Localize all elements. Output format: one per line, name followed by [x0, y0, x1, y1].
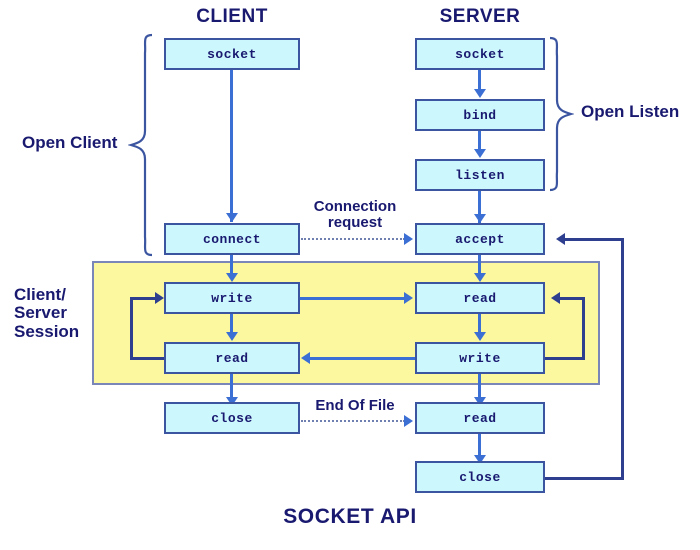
arrowhead-server-read-in: [474, 273, 486, 282]
group-label-session-line3: Session: [14, 321, 80, 341]
arrowhead-client-read-from-server: [301, 352, 310, 364]
flow-label-end-of-file: End Of File: [315, 397, 395, 414]
connector-server-loop-top: [560, 297, 585, 300]
arrowhead-server-write-in: [474, 332, 486, 341]
call-box-client-write[interactable]: write: [164, 282, 300, 314]
call-box-server-read-session[interactable]: read: [415, 282, 545, 314]
group-label-session-line2: Server: [14, 303, 67, 323]
column-heading-client: CLIENT: [196, 6, 268, 27]
arrowhead-server-read-eof-in: [474, 397, 486, 406]
call-box-server-listen[interactable]: listen: [415, 159, 545, 191]
connector-server-read-to-write: [478, 314, 481, 336]
connector-server-accept-to-read: [478, 255, 481, 277]
connector-close-feedback-bottom: [545, 477, 624, 480]
connector-server-loop-bottom: [545, 357, 585, 360]
group-label-session: Client/ Server Session: [14, 285, 80, 341]
connector-server-bind-to-listen: [478, 131, 481, 153]
arrowhead-client-close-in: [226, 397, 238, 406]
connector-client-loop-bottom: [130, 357, 166, 360]
call-box-client-close[interactable]: close: [164, 402, 300, 434]
call-box-server-read-eof[interactable]: read: [415, 402, 545, 434]
connector-server-write-to-read-eof: [478, 374, 481, 402]
connector-close-feedback-right: [621, 238, 624, 480]
arrowhead-client-write-in: [226, 273, 238, 282]
connector-client-loop-top: [130, 297, 158, 300]
arrowhead-accept-feedback-in: [556, 233, 565, 245]
arrowhead-client-read-in: [226, 332, 238, 341]
diagram-title: SOCKET API: [283, 505, 417, 528]
connector-client-socket-to-connect: [230, 70, 233, 222]
connector-server-loop-right: [582, 297, 585, 360]
connector-client-write-to-server-read: [300, 297, 405, 300]
group-label-open-listen: Open Listen: [581, 102, 680, 121]
connector-client-write-to-read: [230, 314, 233, 336]
flow-label-connection-request: Connection request: [305, 199, 405, 231]
connector-server-listen-to-accept: [478, 191, 481, 223]
arrowhead-server-read-loop-in: [551, 292, 560, 304]
arrowhead-client-write-loop-in: [155, 292, 164, 304]
arrowhead-server-read-from-client: [404, 292, 413, 304]
arrowhead-server-close-in: [474, 455, 486, 464]
connector-end-of-file: [301, 420, 405, 422]
open-client-brace: [128, 33, 154, 257]
connector-client-connect-to-write: [230, 255, 233, 277]
flow-label-connection-request-line2: request: [327, 213, 383, 231]
call-box-server-close[interactable]: close: [415, 461, 545, 493]
connector-client-read-to-close: [230, 374, 233, 402]
call-box-server-bind[interactable]: bind: [415, 99, 545, 131]
call-box-server-socket[interactable]: socket: [415, 38, 545, 70]
call-box-client-read[interactable]: read: [164, 342, 300, 374]
call-box-server-write-session[interactable]: write: [415, 342, 545, 374]
call-box-server-accept[interactable]: accept: [415, 223, 545, 255]
arrowhead-end-of-file: [404, 415, 413, 427]
connector-client-loop-left: [130, 297, 133, 360]
flow-label-connection-request-line1: Connection: [313, 198, 397, 215]
arrowhead-connection-request: [404, 233, 413, 245]
arrowhead-server-bind-in: [474, 89, 486, 98]
arrowhead-client-connect-in: [226, 213, 238, 222]
call-box-client-connect[interactable]: connect: [164, 223, 300, 255]
connector-close-feedback-top: [565, 238, 624, 241]
connector-server-read-eof-to-close: [478, 434, 481, 460]
connector-connection-request: [301, 238, 405, 240]
column-heading-server: SERVER: [439, 6, 521, 27]
connector-server-socket-to-bind: [478, 70, 481, 92]
open-listen-brace: [548, 36, 574, 192]
arrowhead-server-listen-in: [474, 149, 486, 158]
call-box-client-socket[interactable]: socket: [164, 38, 300, 70]
arrowhead-server-accept-in: [474, 214, 486, 223]
group-label-open-client: Open Client: [22, 133, 118, 152]
group-label-session-line1: Client/: [14, 285, 66, 304]
